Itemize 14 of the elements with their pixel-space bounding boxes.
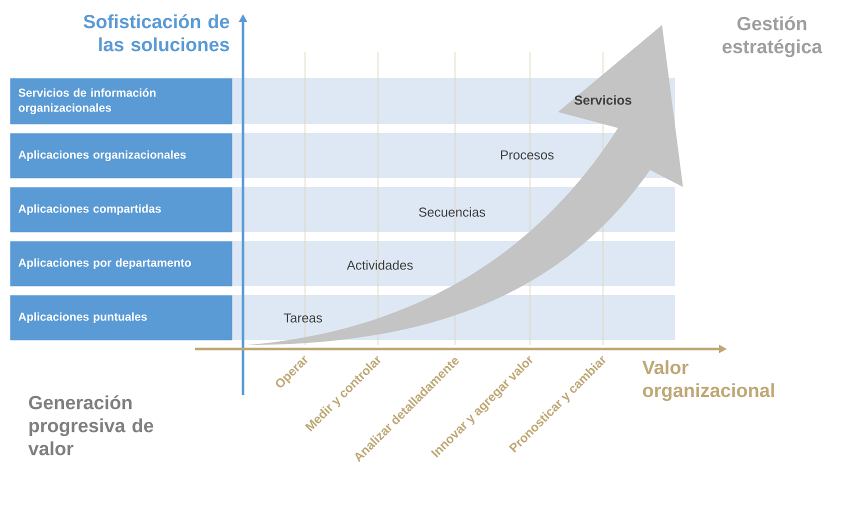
category-box: Aplicaciones por departamento (10, 241, 232, 286)
stage-label: Tareas (284, 313, 322, 323)
corner-title: Gestión estratégica (722, 16, 822, 58)
category-box: Aplicaciones puntuales (10, 295, 232, 340)
axis-title: Sofisticación de las soluciones (84, 14, 230, 52)
stage-label: Secuencias (419, 207, 486, 217)
category-box: Aplicaciones organizacionales (10, 133, 232, 178)
stage-label: Actividades (346, 260, 413, 270)
axis-title: Valor organizacional (642, 360, 774, 401)
corner-title: Generación progresiva de valor (28, 395, 154, 456)
stage-label: Procesos (500, 150, 554, 160)
category-box: Servicios de información organizacionales (10, 78, 232, 124)
stage-label: Servicios (574, 95, 632, 105)
category-box: Aplicaciones compartidas (10, 187, 232, 232)
